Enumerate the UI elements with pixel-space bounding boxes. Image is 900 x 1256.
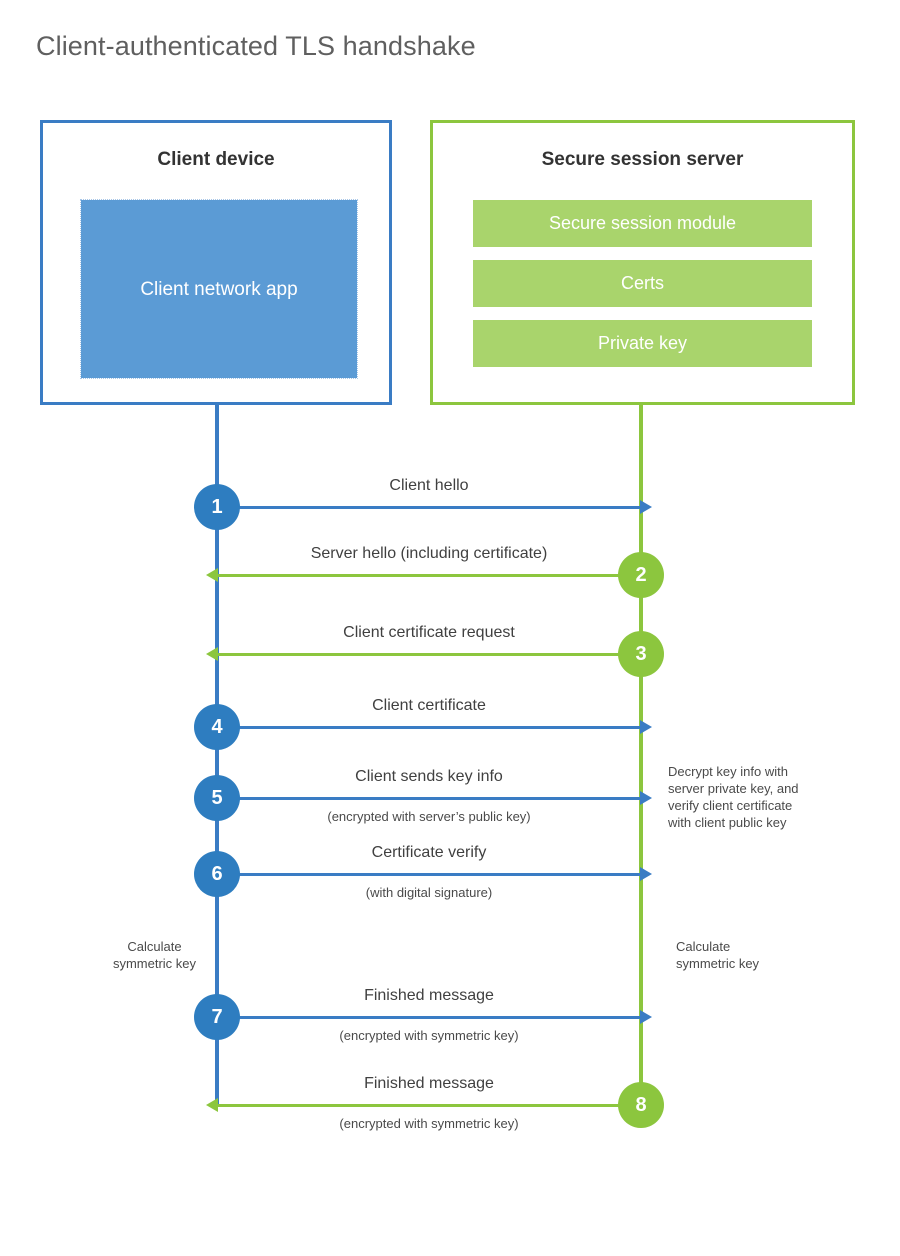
client-lifeline — [215, 405, 219, 1105]
arrowhead-icon-5 — [640, 791, 652, 805]
client-device-title: Client device — [157, 149, 275, 170]
message-sublabel-5: (encrypted with server’s public key) — [327, 809, 531, 824]
arrowhead-icon-6 — [640, 867, 652, 881]
server-lifeline — [639, 405, 643, 1105]
arrowhead-icon-1 — [640, 500, 652, 514]
step-circle-4[interactable]: 4 — [194, 704, 240, 750]
message-label-3: Client certificate request — [343, 624, 515, 641]
message-sublabel-6: (with digital signature) — [365, 885, 493, 900]
arrowhead-icon-3 — [206, 647, 218, 661]
secure-session-server-title: Secure session server — [541, 149, 744, 170]
server-component-private-key: Private key — [473, 320, 812, 367]
message-label-5: Client sends key info — [355, 768, 503, 785]
message-arrow-2 — [206, 568, 641, 582]
message-arrow-7 — [217, 1010, 652, 1024]
step-circle-8[interactable]: 8 — [618, 1082, 664, 1128]
message-label-8: Finished message — [364, 1075, 494, 1092]
message-arrow-1 — [217, 500, 652, 514]
step-circle-2[interactable]: 2 — [618, 552, 664, 598]
arrowhead-icon-2 — [206, 568, 218, 582]
step-circle-6[interactable]: 6 — [194, 851, 240, 897]
message-arrow-5 — [217, 791, 652, 805]
message-label-7: Finished message — [364, 987, 494, 1004]
server-component-secure-session-module: Secure session module — [473, 200, 812, 247]
message-label-4: Client certificate — [372, 697, 486, 714]
client-network-app-block: Client network app — [80, 199, 358, 379]
arrowhead-icon-8 — [206, 1098, 218, 1112]
page-title: Client-authenticated TLS handshake — [36, 31, 476, 61]
message-label-1: Client hello — [389, 477, 469, 494]
client-device-box: Client device Client network app — [40, 120, 392, 405]
message-label-6: Certificate verify — [371, 844, 487, 861]
step-circle-5[interactable]: 5 — [194, 775, 240, 821]
message-arrow-4 — [217, 720, 652, 734]
secure-session-server-box: Secure session server Secure session mod… — [430, 120, 855, 405]
message-sublabel-7: (encrypted with symmetric key) — [339, 1028, 519, 1043]
message-arrow-8 — [206, 1098, 641, 1112]
step-circle-3[interactable]: 3 — [618, 631, 664, 677]
arrowhead-icon-7 — [640, 1010, 652, 1024]
server-component-certs: Certs — [473, 260, 812, 307]
step-circle-7[interactable]: 7 — [194, 994, 240, 1040]
step-circle-1[interactable]: 1 — [194, 484, 240, 530]
message-label-2: Server hello (including certificate) — [310, 545, 548, 562]
message-sublabel-8: (encrypted with symmetric key) — [339, 1116, 519, 1131]
message-arrow-3 — [206, 647, 641, 661]
message-arrow-6 — [217, 867, 652, 881]
arrowhead-icon-4 — [640, 720, 652, 734]
